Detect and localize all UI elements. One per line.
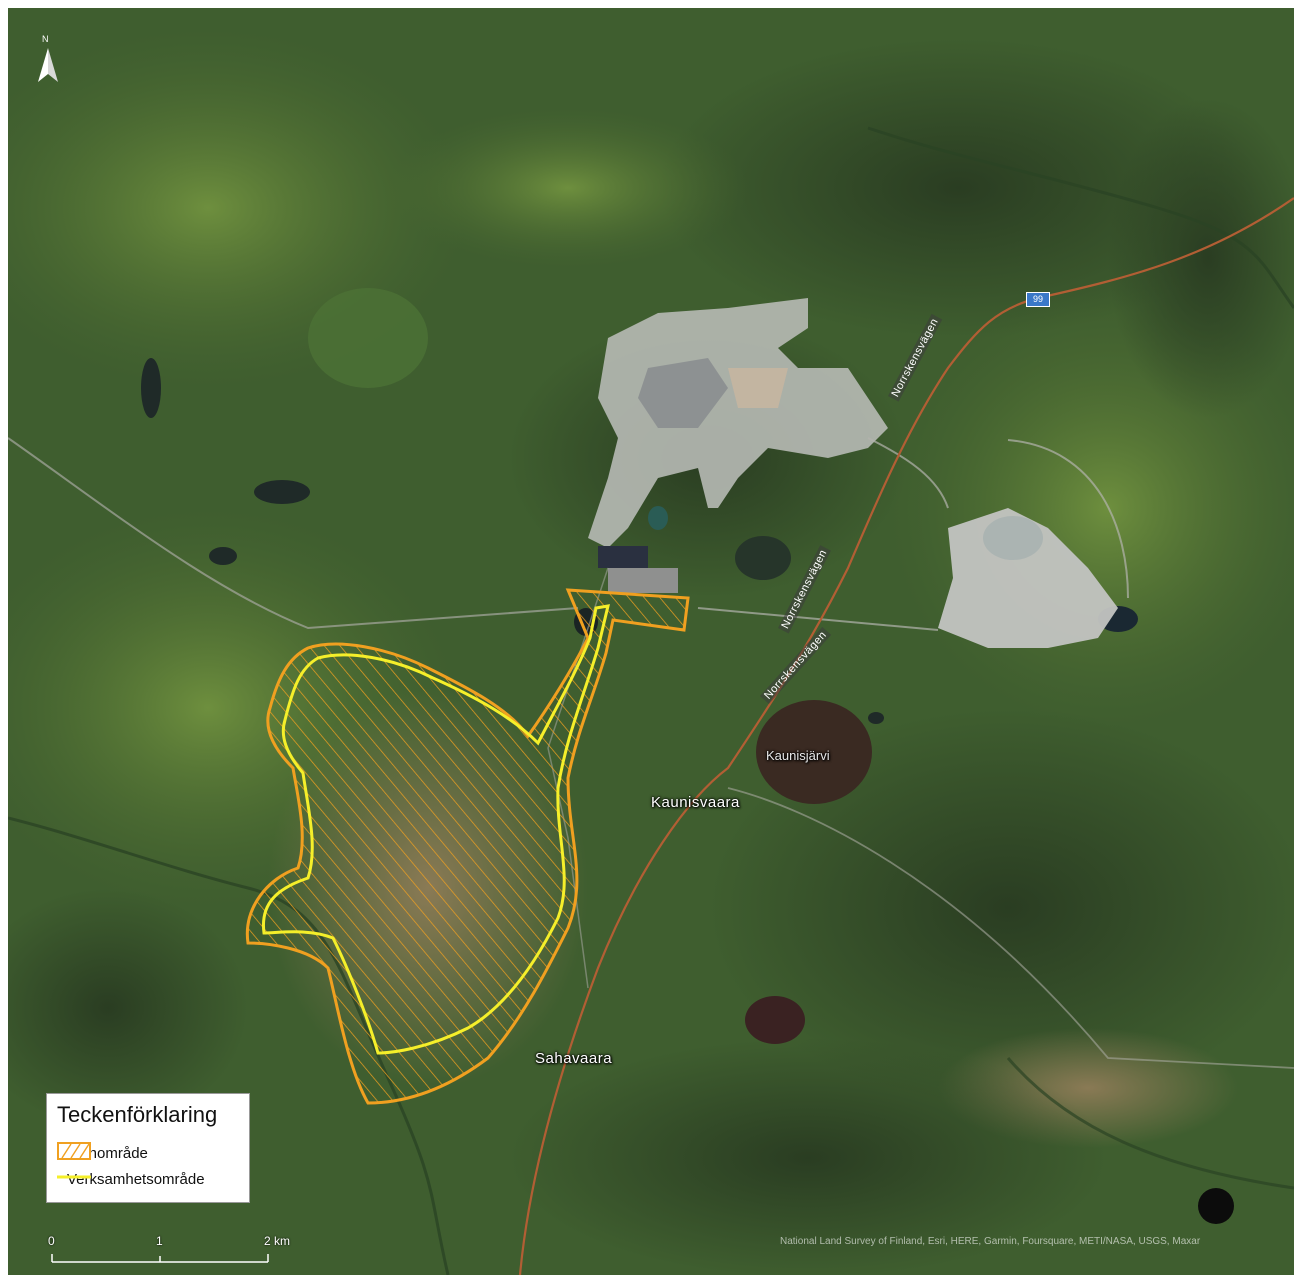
legend-label: Verksamhetsområde <box>67 1170 205 1188</box>
north-arrow-icon: N <box>36 34 60 84</box>
north-label: N <box>42 34 49 44</box>
scale-label: 1 <box>156 1234 163 1248</box>
verksamhetsomrade-polygon <box>261 604 610 1055</box>
place-label-kaunisvaara: Kaunisvaara <box>651 794 740 811</box>
place-label-sahavaara: Sahavaara <box>535 1050 613 1067</box>
scale-label: 0 <box>48 1234 55 1248</box>
hatch-swatch-icon <box>57 1142 91 1160</box>
legend-title: Teckenförklaring <box>57 1102 218 1127</box>
north-arrow-shape <box>38 48 58 82</box>
scale-bar-line <box>51 1254 269 1263</box>
legend-item-planomrade: Planområde <box>57 1142 148 1164</box>
line-swatch-icon <box>57 1175 91 1179</box>
scale-bar: 0 1 2 km <box>46 1234 296 1264</box>
road-shield-icon: 99 <box>1026 292 1050 307</box>
satellite-imagery <box>8 8 1294 1275</box>
legend-item-verksamhetsomrade: Verksamhetsområde <box>57 1168 205 1190</box>
lake-label-kaunisjarvi: Kaunisjärvi <box>766 748 830 763</box>
map-canvas[interactable]: N Norrskensvägen Norrskensvägen Norrsken… <box>8 8 1294 1275</box>
map-attribution: National Land Survey of Finland, Esri, H… <box>780 1236 1201 1247</box>
map-legend: Teckenförklaring Planområde Verksamhetso… <box>46 1093 250 1203</box>
planomrade-polygon <box>245 588 690 1105</box>
scale-label: 2 km <box>264 1234 291 1248</box>
